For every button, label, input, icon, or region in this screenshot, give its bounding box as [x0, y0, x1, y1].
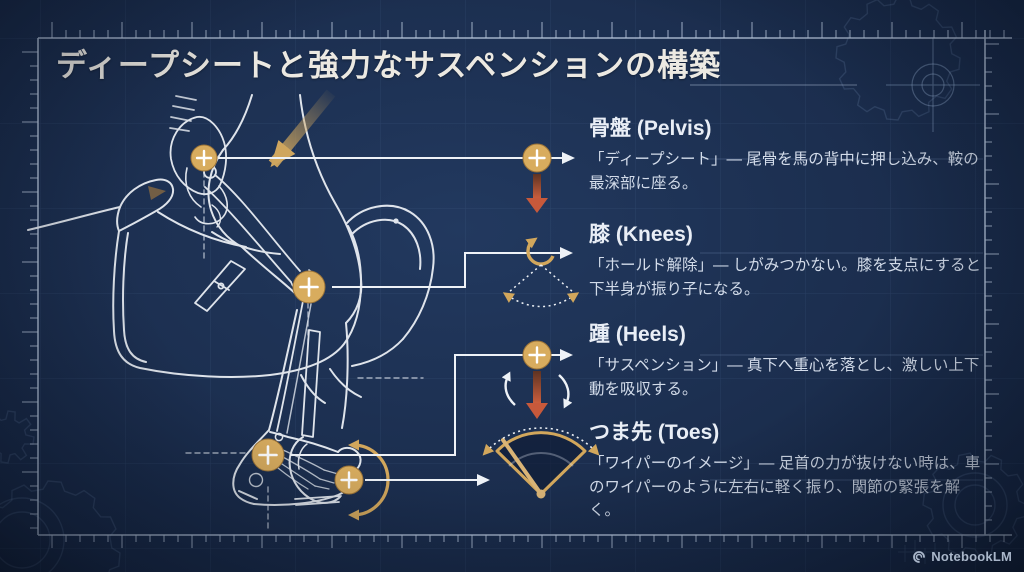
page-title: ディープシートと強力なサスペンションの構築: [56, 48, 722, 84]
annotation-pelvis: 骨盤 (Pelvis) 「ディープシート」— 尾骨を馬の背中に押し込み、鞍の最深…: [589, 116, 989, 195]
annotation-body: 「ホールド解除」— しがみつかない。膝を支点にすると下半身が振り子になる。: [589, 257, 981, 298]
annotation-body: 「ディープシート」— 尾骨を馬の背中に押し込み、鞍の最深部に座る。: [589, 151, 979, 192]
watermark: NotebookLM: [912, 549, 1012, 564]
pelvis-point-marker: [190, 144, 218, 172]
annotation-heading: 膝 (Knees): [589, 223, 693, 246]
notebooklm-logo-icon: [913, 550, 926, 563]
annotation-heels: 踵 (Heels) 「サスペンション」— 真下へ重心を落とし、激しい上下動を吸収…: [589, 322, 989, 401]
watermark-label: NotebookLM: [931, 549, 1012, 564]
annotation-body: 「サスペンション」— 真下へ重心を落とし、激しい上下動を吸収する。: [589, 357, 980, 398]
annotation-knees: 膝 (Knees) 「ホールド解除」— しがみつかない。膝を支点にすると下半身が…: [589, 222, 989, 301]
annotation-heading: つま先 (Toes): [589, 421, 720, 444]
annotation-body: 「ワイパーのイメージ」— 足首の力が抜けない時は、車のワイパーのように左右に軽く…: [589, 455, 981, 520]
annotation-toes: つま先 (Toes) 「ワイパーのイメージ」— 足首の力が抜けない時は、車のワイ…: [589, 420, 989, 523]
down-arrow-icon: [533, 174, 541, 199]
down-arrow-icon: [533, 371, 541, 404]
heel-point-marker: [251, 438, 285, 472]
knee-point-marker: [292, 270, 326, 304]
toe-point-marker: [334, 465, 364, 495]
annotation-heading: 骨盤 (Pelvis): [589, 117, 712, 140]
annotation-heading: 踵 (Heels): [589, 323, 686, 346]
